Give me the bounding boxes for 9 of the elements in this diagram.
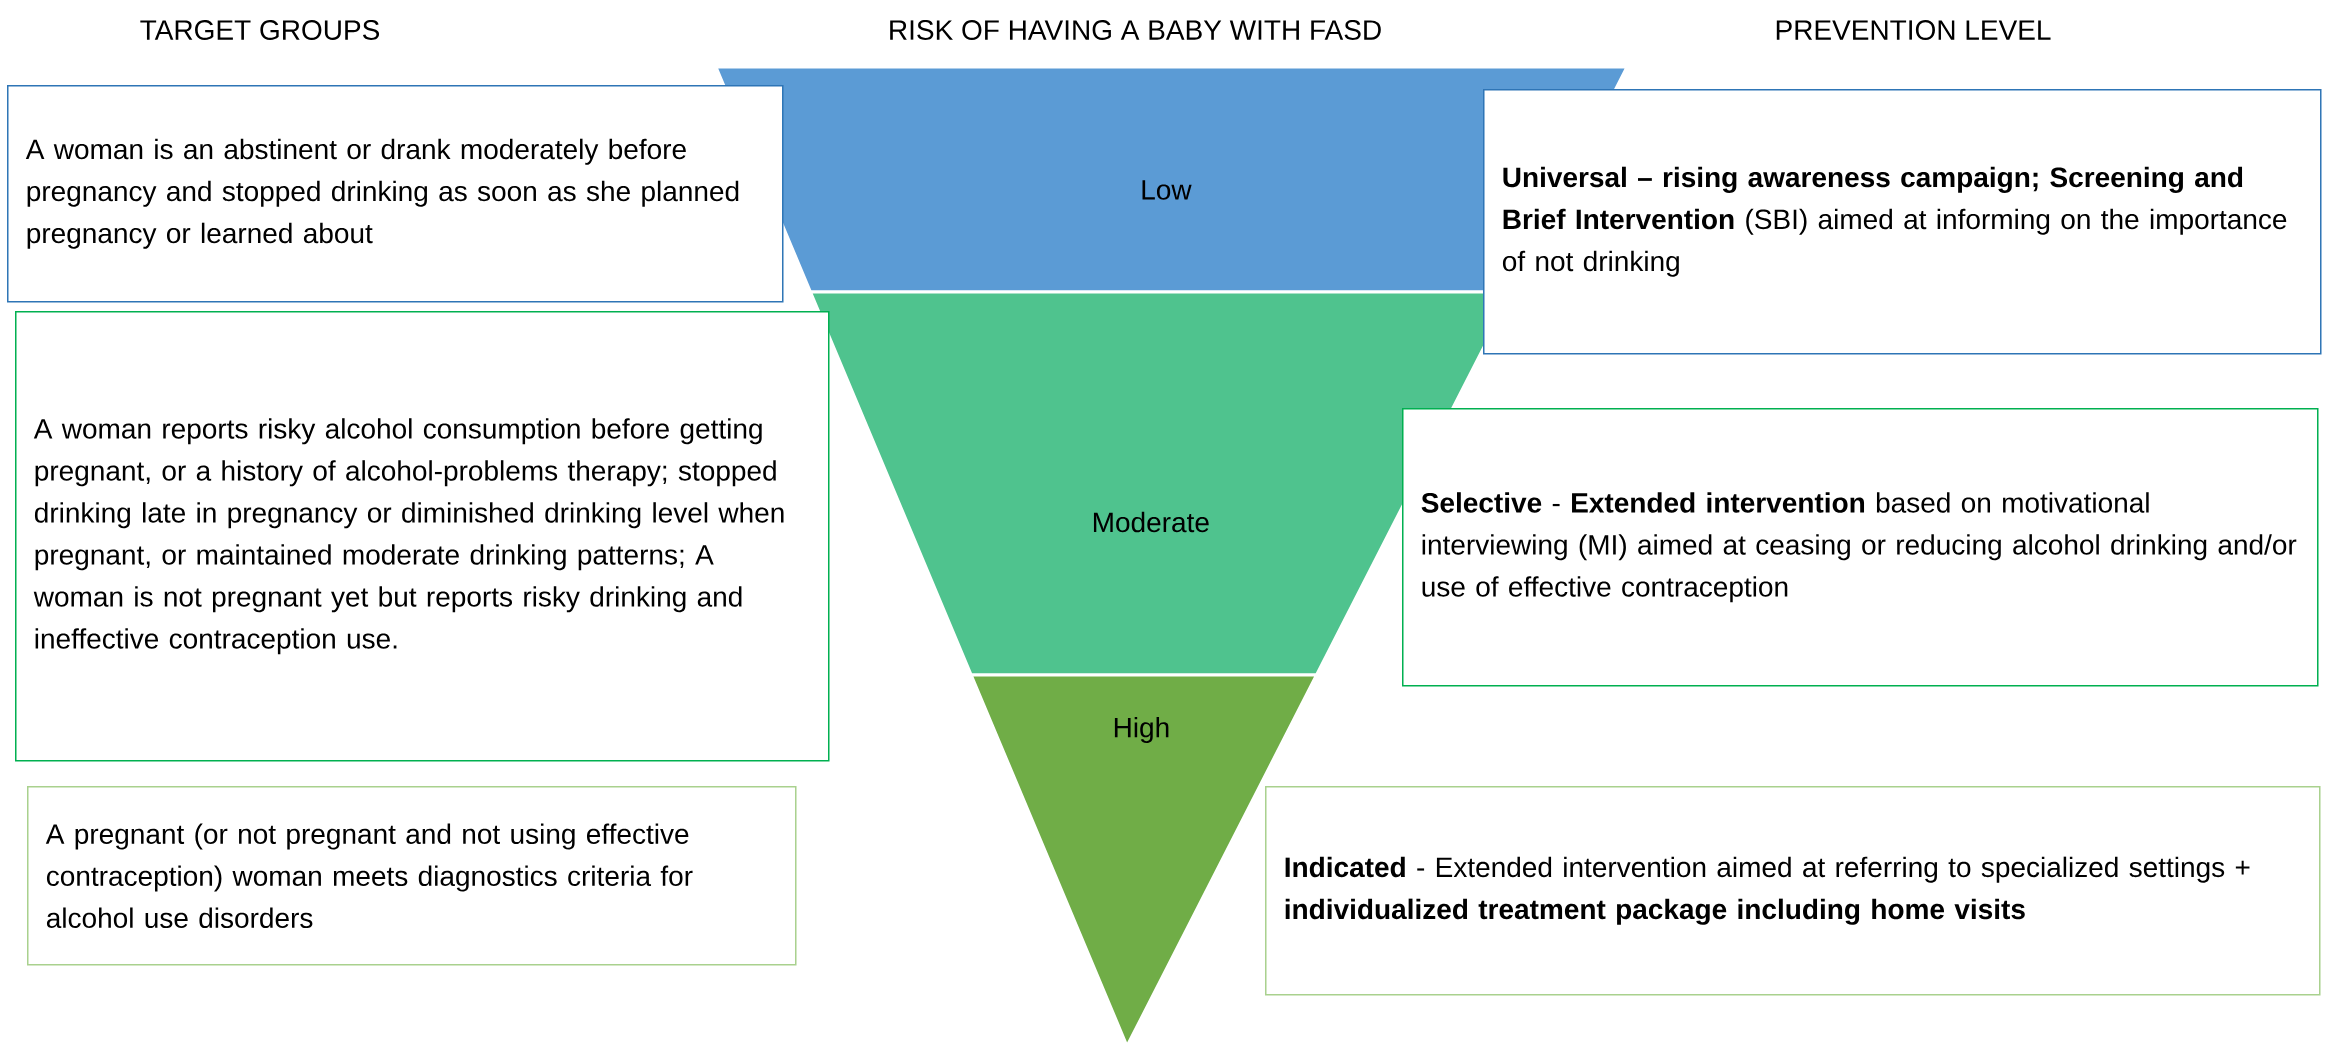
text-box: A woman reports risky alcohol consumption before getting pregnant, or a history of alcohol-problems therapy; stopped drinking late in pregnancy or diminished drinking level when pregnant, or maintained moderate drinking patterns; A woman is not pregnant yet but reports risky drinking and ineffective contraception use.: [15, 311, 830, 762]
text-box: Selective - Extended intervention based on motivational interviewing (MI) aimed at ceasing or reducing alcohol drinking and/or use of effective contraception: [1402, 408, 2319, 687]
text-box: A pregnant (or not pregnant and not using effective contraception) woman meets diagnostics criteria for alcohol use disorders: [27, 786, 797, 966]
text-box: Indicated - Extended intervention aimed at referring to specialized settings + individualized treatment package including home visits: [1265, 786, 2321, 996]
column-heading: PREVENTION LEVEL: [1776, 20, 2051, 40]
column-heading: RISK OF HAVING A BABY WITH FASD: [890, 20, 1381, 40]
text-box: Universal – rising awareness campaign; Screening and Brief Intervention (SBI) aimed at informing on the importance of not drinking: [1483, 89, 2322, 355]
column-heading: TARGET GROUPS: [140, 20, 380, 40]
text-box: A woman is an abstinent or drank moderately before pregnancy and stopped drinking as soon as she planned pregnancy or learned about: [7, 85, 784, 303]
